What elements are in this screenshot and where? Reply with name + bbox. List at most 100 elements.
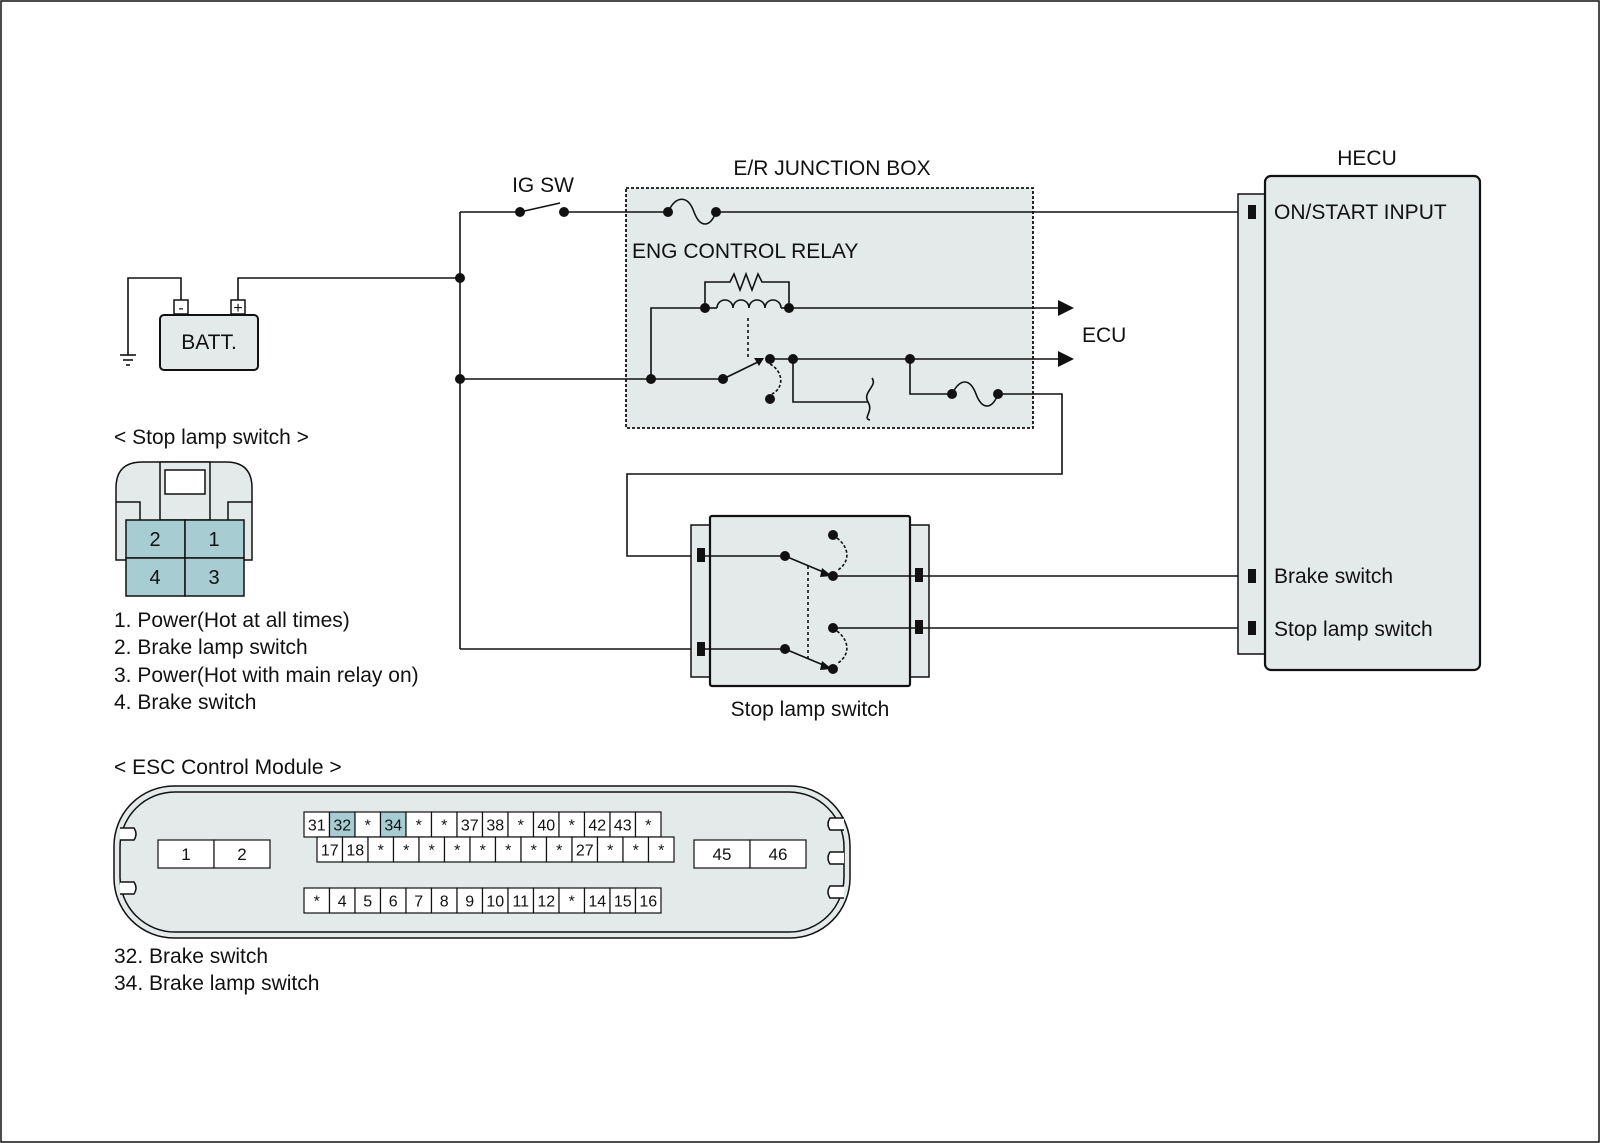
esc-pin-cell xyxy=(456,887,484,914)
esc-pin-label: 32 xyxy=(333,817,351,834)
fuse-2 xyxy=(951,381,999,407)
stop-lamp-legend: 1. Power(Hot at all times) 2. Brake lamp… xyxy=(114,609,419,714)
esc-pin-cell xyxy=(430,811,458,838)
stop-lamp-connector: 2 1 4 3 xyxy=(115,461,253,597)
esc-pin-label: * xyxy=(531,842,537,859)
ecu-label: ECU xyxy=(1082,324,1126,347)
esc-pin-label: 2 xyxy=(237,845,246,864)
esc-pin-label: 16 xyxy=(639,893,657,910)
stop-lamp-switch-body xyxy=(708,514,912,688)
esc-pin-label: * xyxy=(633,842,639,859)
hecu-module: HECU ON/START INPUT Brake switch Stop la… xyxy=(1237,147,1482,672)
connector-pin-label: 1 xyxy=(208,529,219,551)
esc-pin-label: 46 xyxy=(769,845,788,864)
hecu-body xyxy=(1263,174,1482,672)
hecu-pin-on-start: ON/START INPUT xyxy=(1274,201,1447,224)
esc-pin-cell xyxy=(405,887,433,914)
esc-pin-label: 5 xyxy=(363,893,372,910)
ig-sw-label: IG SW xyxy=(512,174,574,197)
ignition-switch: IG SW xyxy=(460,174,626,217)
esc-pin-label: 37 xyxy=(461,817,479,834)
esc-pin-label: 27 xyxy=(576,842,594,859)
esc-pin-cell xyxy=(405,811,433,838)
esc-pin-label: * xyxy=(569,893,575,910)
legend-item: 3. Power(Hot with main relay on) xyxy=(114,664,419,687)
hecu-pin-stop-lamp-switch: Stop lamp switch xyxy=(1274,618,1433,641)
esc-pin-cell xyxy=(213,839,271,869)
esc-pin-label: * xyxy=(403,842,409,859)
esc-pin-cell xyxy=(157,839,215,869)
esc-pin-cell xyxy=(749,839,807,869)
connector-pin-label: 2 xyxy=(149,529,160,551)
esc-pin-cell xyxy=(481,887,509,914)
esc-pin-label: * xyxy=(505,842,511,859)
esc-pin-label: 15 xyxy=(614,893,632,910)
esc-pin-cell xyxy=(545,836,573,863)
relay-coil xyxy=(700,271,794,360)
fuse2-to-stop-lamp-wire xyxy=(626,393,1063,557)
battery: - + BATT. xyxy=(159,299,259,371)
battery-body xyxy=(159,314,259,371)
esc-pin-label: * xyxy=(518,817,524,834)
esc-pin-cell xyxy=(316,836,344,863)
esc-pin-label: 14 xyxy=(588,893,606,910)
esc-pin-cell xyxy=(583,887,611,914)
stop-lamp-switch-schematic xyxy=(690,514,930,688)
esc-pin-label: * xyxy=(365,817,371,834)
connector-pin-3 xyxy=(184,557,245,597)
esc-pin-label: * xyxy=(416,817,422,834)
esc-pin-label: 17 xyxy=(321,842,339,859)
esc-pin-label: * xyxy=(480,842,486,859)
esc-right-block: 45 46 xyxy=(693,839,807,869)
junction-box-title: E/R JUNCTION BOX xyxy=(733,157,930,180)
esc-legend: 32. Brake switch 34. Brake lamp switch xyxy=(114,945,319,995)
connector-pin-label: 3 xyxy=(208,567,219,589)
battery-label: BATT. xyxy=(181,331,237,354)
esc-pin-cell xyxy=(303,887,331,914)
esc-pin-label: * xyxy=(645,817,651,834)
esc-pin-label: 10 xyxy=(486,893,504,910)
junction-box: E/R JUNCTION BOX ENG CONTROL RELAY xyxy=(460,157,1060,429)
eng-control-relay-label: ENG CONTROL RELAY xyxy=(632,240,858,263)
esc-pin-label: * xyxy=(378,842,384,859)
esc-pin-cell xyxy=(328,887,356,914)
esc-pin-cell xyxy=(647,836,675,863)
esc-pin-label: 40 xyxy=(537,817,555,834)
esc-pin-cell xyxy=(379,811,407,838)
esc-pin-cell xyxy=(693,839,751,869)
legend-item: 34. Brake lamp switch xyxy=(114,972,319,995)
legend-item: 2. Brake lamp switch xyxy=(114,636,308,659)
esc-pin-label: * xyxy=(556,842,562,859)
esc-pin-label: * xyxy=(314,893,320,910)
hecu-pin-brake-switch: Brake switch xyxy=(1274,565,1393,588)
esc-pin-label: * xyxy=(441,817,447,834)
esc-pin-label: 42 xyxy=(588,817,606,834)
esc-pin-cell xyxy=(328,811,356,838)
connector-pin-1 xyxy=(184,519,245,559)
stop-lamp-switch-label: Stop lamp switch xyxy=(731,698,890,721)
esc-pin-label: 6 xyxy=(389,893,398,910)
esc-pin-cell xyxy=(494,836,522,863)
esc-pin-label: 45 xyxy=(713,845,732,864)
battery-plus-label: + xyxy=(233,300,242,317)
esc-pin-label: * xyxy=(658,842,664,859)
esc-pin-cell xyxy=(609,887,637,914)
esc-pin-cell xyxy=(367,836,395,863)
esc-pin-label: * xyxy=(607,842,613,859)
esc-pin-cell xyxy=(532,887,560,914)
esc-pin-cell xyxy=(622,836,650,863)
esc-pin-label: 31 xyxy=(308,817,326,834)
esc-pin-label: 8 xyxy=(440,893,449,910)
ground-symbol xyxy=(120,277,182,366)
esc-pin-label: 7 xyxy=(414,893,423,910)
esc-pin-label: 12 xyxy=(537,893,555,910)
connector-pin-4 xyxy=(125,557,186,597)
battery-minus-label: - xyxy=(178,300,183,317)
esc-pin-cell xyxy=(418,836,446,863)
